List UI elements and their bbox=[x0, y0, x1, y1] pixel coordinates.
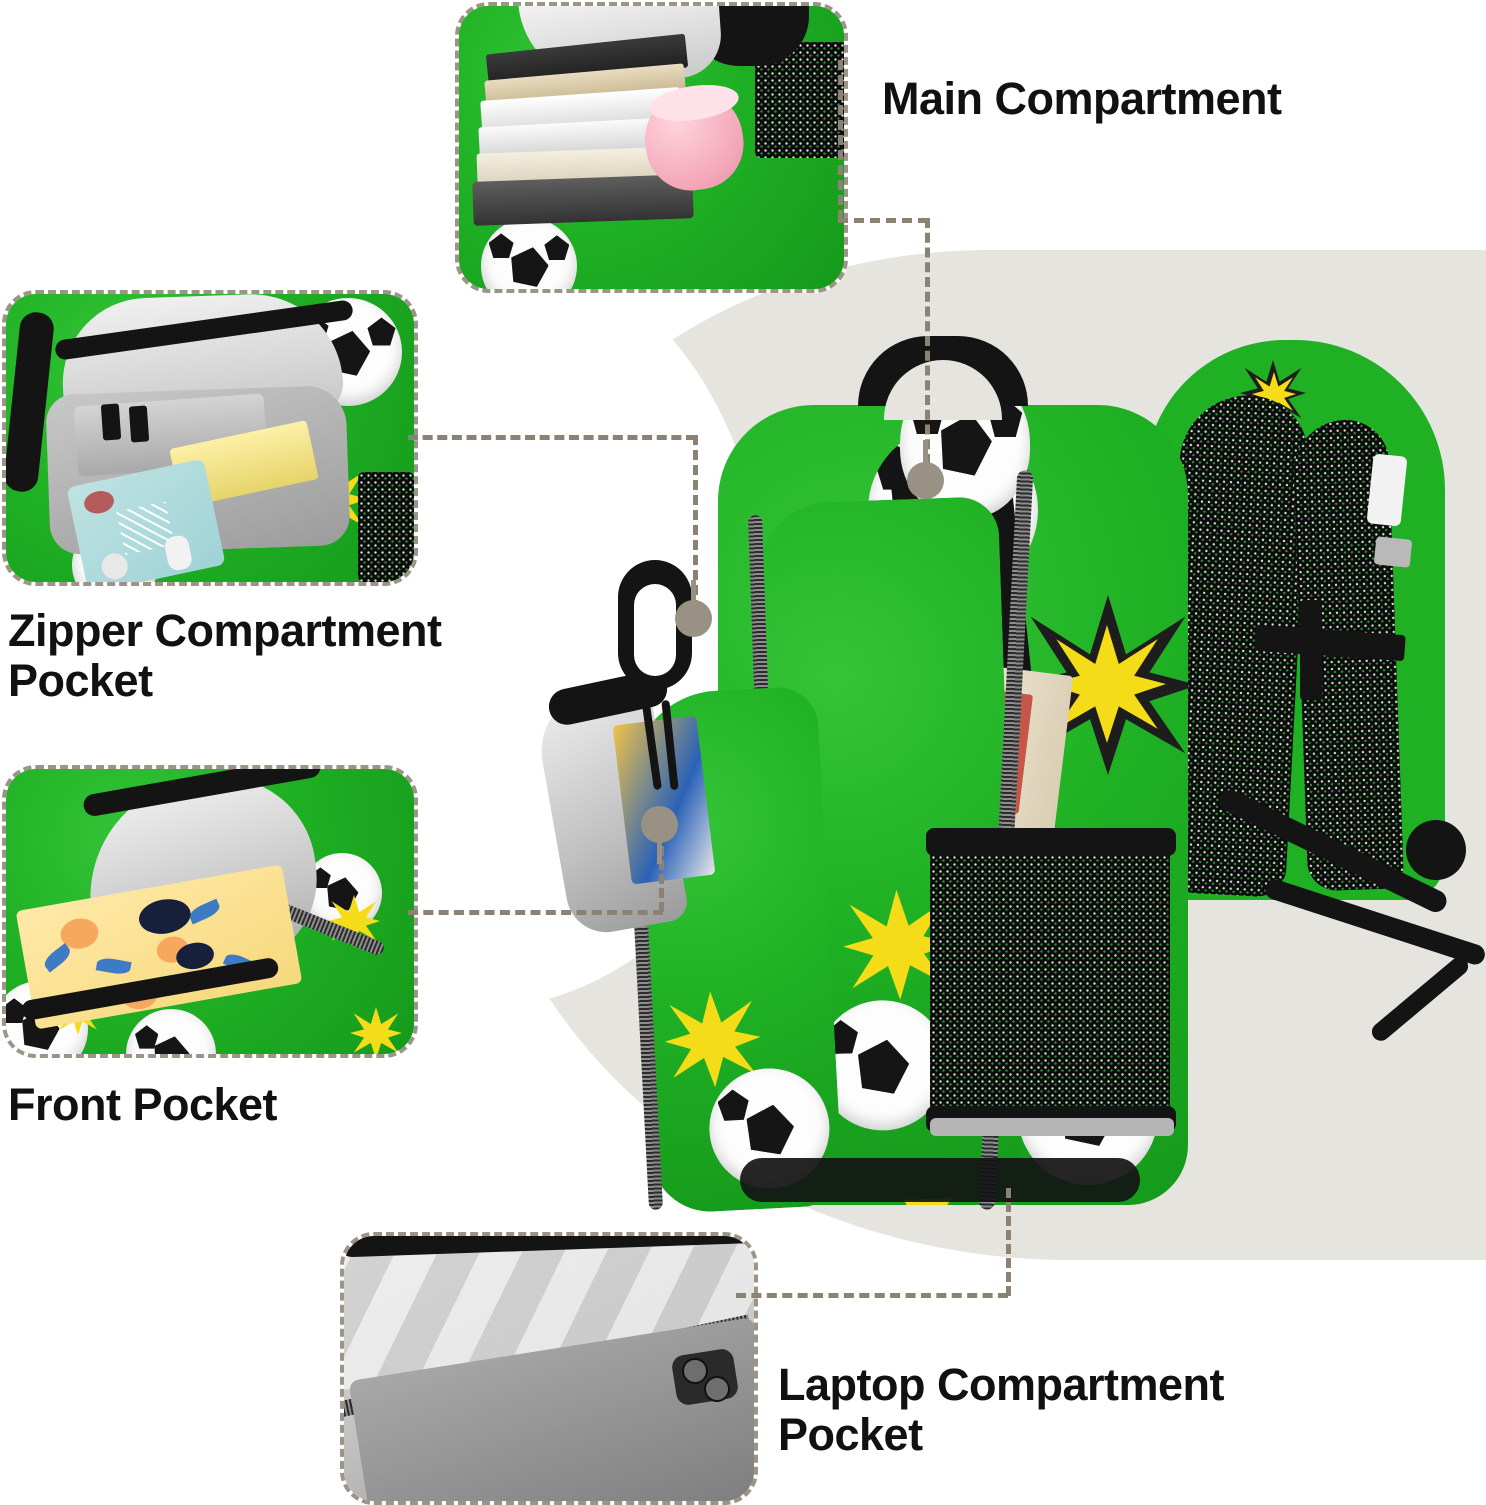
connector-laptop-v bbox=[1006, 1188, 1011, 1296]
callout-card-main-compartment[interactable] bbox=[455, 2, 848, 293]
label-laptop-compartment-pocket: Laptop Compartment Pocket bbox=[778, 1359, 1225, 1461]
connector-dot-front-pocket bbox=[641, 806, 678, 843]
label-line: Main Compartment bbox=[882, 73, 1282, 124]
connector-laptop-h bbox=[736, 1293, 1008, 1298]
callout-card-zipper-compartment[interactable] bbox=[2, 290, 418, 586]
hero-backpack-photo bbox=[532, 300, 1486, 1230]
photo-laptop-compartment bbox=[344, 1236, 754, 1501]
photo-zipper-compartment bbox=[6, 294, 414, 582]
connector-main-compartment-v2 bbox=[925, 218, 930, 464]
clip bbox=[128, 405, 150, 443]
label-line: Laptop Compartment bbox=[778, 1359, 1225, 1410]
connector-main-compartment-h bbox=[838, 218, 928, 223]
reflective-strip bbox=[1373, 536, 1413, 568]
soccer-ball-icon bbox=[481, 218, 577, 289]
connector-dot-zipper-compartment bbox=[675, 600, 712, 637]
connector-dot-main-compartment bbox=[907, 462, 944, 499]
clip bbox=[100, 403, 122, 441]
reflective-strip bbox=[930, 1118, 1174, 1136]
photo-front-pocket bbox=[6, 769, 414, 1054]
label-front-pocket: Front Pocket bbox=[8, 1079, 278, 1130]
connector-front-pocket-stem bbox=[657, 826, 662, 864]
connector-front-pocket-h bbox=[408, 910, 663, 915]
connector-zipper-h bbox=[408, 435, 696, 440]
webbing-strap bbox=[1368, 953, 1472, 1045]
zipper-pull-hole bbox=[634, 584, 676, 676]
backpack-bottom-trim bbox=[740, 1158, 1140, 1202]
label-main-compartment: Main Compartment bbox=[882, 73, 1282, 124]
side-mesh-pocket bbox=[755, 42, 844, 158]
label-line: Front Pocket bbox=[8, 1079, 278, 1130]
strap-adjuster bbox=[1406, 820, 1466, 880]
callout-card-front-pocket[interactable] bbox=[2, 765, 418, 1058]
side-mesh-pocket bbox=[930, 840, 1170, 1120]
label-line: Zipper Compartment bbox=[8, 605, 442, 656]
reflective-strip bbox=[1366, 453, 1408, 527]
side-mesh-pocket bbox=[358, 472, 414, 582]
label-zipper-compartment-pocket: Zipper Compartment Pocket bbox=[8, 605, 442, 707]
photo-main-compartment bbox=[459, 6, 844, 289]
strap-buckle bbox=[1300, 600, 1322, 700]
callout-card-laptop-compartment[interactable] bbox=[340, 1232, 758, 1505]
connector-main-compartment-v1 bbox=[838, 60, 843, 220]
connector-front-pocket-v bbox=[659, 846, 664, 912]
label-line: Pocket bbox=[778, 1409, 923, 1461]
mesh-pocket-trim bbox=[926, 828, 1176, 856]
label-line: Pocket bbox=[8, 655, 153, 707]
connector-zipper-v bbox=[693, 435, 698, 610]
laptop bbox=[472, 174, 694, 226]
